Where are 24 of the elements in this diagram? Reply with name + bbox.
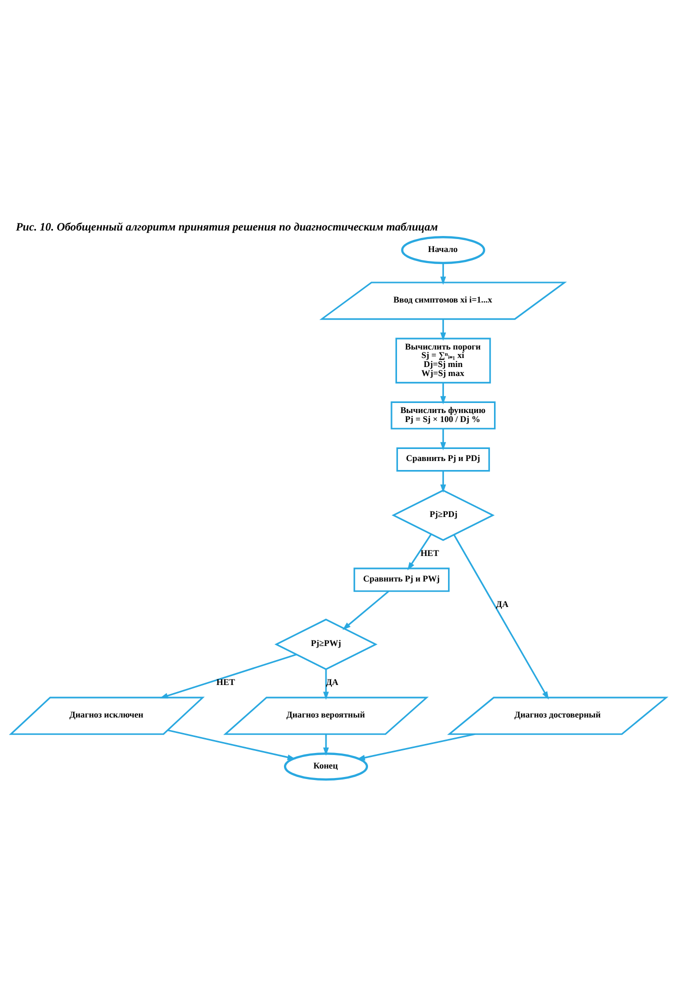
arrow xyxy=(440,382,446,404)
edge-label: НЕТ xyxy=(216,676,235,687)
node-diamond: Pj≥PWj xyxy=(274,618,378,670)
arrow xyxy=(160,653,297,698)
arrow xyxy=(323,734,329,756)
diagram-title: Рис. 10. Обобщенный алгоритм принятия решения по диагностическим таблицам xyxy=(16,220,438,233)
node-box: Вычислить пороги Sj = ∑ⁿᵢ₌₁ xi Dj=Sj min Wj=Sj max xyxy=(395,337,491,383)
arrow xyxy=(453,534,549,700)
arrow xyxy=(323,668,329,700)
arrow xyxy=(407,533,432,570)
node-box: Сравнить Pj и PDj xyxy=(396,446,490,472)
arrow xyxy=(168,729,296,760)
node-box: Сравнить Pj и PWj xyxy=(354,567,450,592)
arrow xyxy=(440,318,446,340)
node-ellipse: Начало xyxy=(401,236,486,264)
arrow xyxy=(356,732,476,760)
node-box: Вычислить функцию Pj = Sj × 100 / Dj % xyxy=(390,400,496,429)
node-diamond: Pj≥PDj xyxy=(392,488,495,540)
arrow xyxy=(342,590,390,630)
arrow xyxy=(440,470,446,492)
arrow xyxy=(440,262,446,284)
arrow xyxy=(440,428,446,450)
edge-label: НЕТ xyxy=(420,548,440,558)
edge-label: ДА xyxy=(496,598,508,609)
